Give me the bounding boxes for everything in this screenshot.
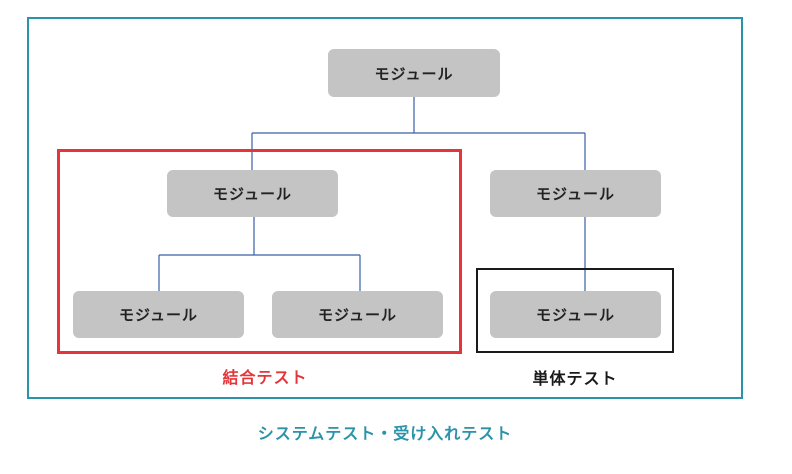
unit-test-frame: [476, 268, 674, 353]
module-right-mid: モジュール: [490, 170, 661, 217]
module-left-bottom-2: モジュール: [272, 291, 443, 338]
module-right-bottom: モジュール: [490, 291, 661, 338]
system-test-label: システムテスト・受け入れテスト: [257, 424, 513, 443]
unit-test-label: 単体テスト: [532, 369, 618, 388]
module-left-bottom-1: モジュール: [73, 291, 244, 338]
module-left-mid: モジュール: [167, 170, 338, 217]
integration-test-frame: [57, 149, 462, 354]
module-root: モジュール: [328, 49, 500, 97]
system-test-frame: [27, 17, 743, 399]
integration-test-label: 結合テスト: [222, 368, 308, 387]
